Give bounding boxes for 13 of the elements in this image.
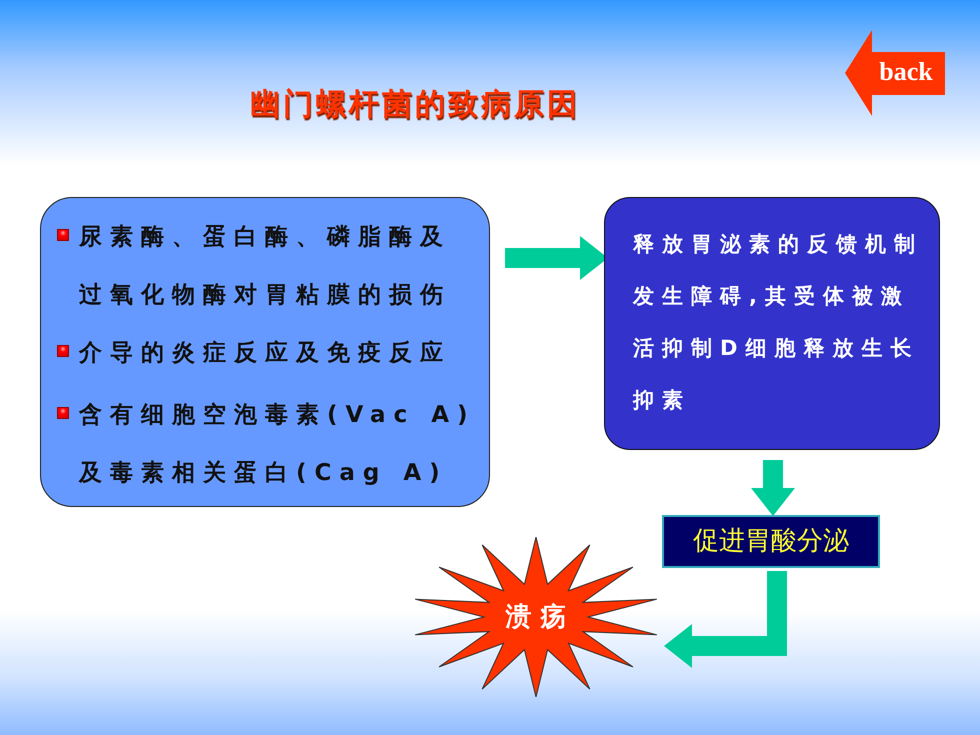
bullet-text: 介导的炎症反应及免疫反应 [79, 339, 452, 368]
label-box [662, 515, 880, 568]
title: 幽门螺杆菌的致病原因 [250, 86, 580, 124]
rounded-box [604, 197, 940, 450]
bullet-text: 含有细胞空泡毒素(Vac A)及毒素相关蛋白(Cag A) [79, 401, 477, 488]
bullet-text: 尿素酶、蛋白酶、磷脂酶及过氧化物酶对胃粘膜的损伤 [79, 223, 452, 310]
block-arrow [664, 571, 787, 668]
back-text: back [878, 56, 934, 88]
box-text: 促进胃酸分泌 [692, 525, 850, 558]
rounded-box [40, 197, 490, 507]
starburst-text: 溃 疡 [504, 601, 568, 634]
box-text: 释放胃泌素的反馈机制发生障碍,其受体被激活抑制D细胞释放生长抑素 [633, 231, 923, 414]
block-arrow [751, 460, 795, 516]
